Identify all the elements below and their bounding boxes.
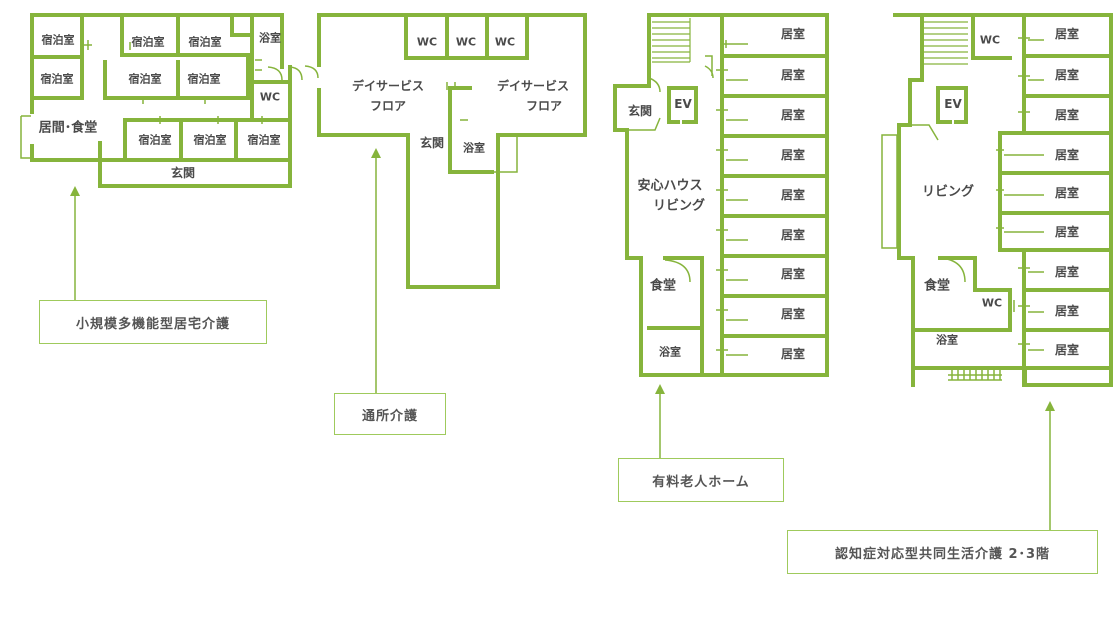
room-label: 居室 bbox=[781, 67, 805, 82]
plan-group-home: WC EV リビング 食堂 WC 浴室 居室 居室 居室 居室 居室 居室 居室… bbox=[881, 13, 1113, 530]
room-label: WC bbox=[260, 91, 280, 104]
room-label: 食堂 bbox=[924, 278, 950, 294]
plan-day-care: WC WC WC デイサービス フロア デイサービス フロア 玄関 浴室 bbox=[304, 13, 587, 393]
plan-small-multifunction: 宿泊室 宿泊室 宿泊室 宿泊室 宿泊室 宿泊室 浴室 WC 居間･食堂 宿泊室 … bbox=[20, 13, 303, 300]
room-label: フロア bbox=[526, 99, 562, 113]
room-label: 宿泊室 bbox=[42, 33, 75, 47]
room-label: EV bbox=[944, 97, 962, 111]
room-label: WC bbox=[982, 297, 1002, 310]
room-label: 居室 bbox=[781, 227, 805, 242]
room-label: 宿泊室 bbox=[248, 133, 281, 147]
room-label: 居室 bbox=[1055, 224, 1079, 239]
room-label: 居室 bbox=[1055, 342, 1079, 357]
caption-day-care: 通所介護 bbox=[334, 393, 446, 435]
room-label: 居室 bbox=[1055, 185, 1079, 200]
room-label: 玄関 bbox=[171, 165, 195, 180]
room-label: 居室 bbox=[1055, 147, 1079, 162]
room-label: デイサービス bbox=[352, 78, 424, 93]
room-label: 浴室 bbox=[659, 345, 681, 359]
room-label: 宿泊室 bbox=[129, 72, 162, 86]
room-label: 居室 bbox=[1055, 26, 1079, 41]
plan-nursing-home: EV 玄関 安心ハウス リビング 食堂 浴室 居室 居室 居室 居室 居室 居室… bbox=[613, 13, 829, 458]
room-label: フロア bbox=[370, 99, 406, 113]
room-label: 玄関 bbox=[420, 135, 444, 150]
room-label: 宿泊室 bbox=[139, 133, 172, 147]
caption-group-home: 認知症対応型共同生活介護 2･3階 bbox=[787, 530, 1098, 574]
room-label: 宿泊室 bbox=[188, 72, 221, 86]
room-label: 居室 bbox=[781, 147, 805, 162]
room-label: 居室 bbox=[781, 107, 805, 122]
room-label: 宿泊室 bbox=[41, 72, 74, 86]
caption-small-multifunction: 小規模多機能型居宅介護 bbox=[39, 300, 267, 344]
room-label: 居室 bbox=[1055, 303, 1079, 318]
room-label: リビング bbox=[922, 184, 974, 200]
room-label: デイサービス bbox=[497, 78, 569, 93]
room-label: 宿泊室 bbox=[189, 35, 222, 49]
room-label: 居間･食堂 bbox=[39, 120, 98, 136]
room-label: WC bbox=[456, 36, 476, 49]
room-label: 居室 bbox=[1055, 264, 1079, 279]
room-label: 食堂 bbox=[650, 278, 676, 294]
room-label: 居室 bbox=[781, 187, 805, 202]
caption-nursing-home: 有料老人ホーム bbox=[618, 458, 784, 502]
room-label: 宿泊室 bbox=[132, 35, 165, 49]
room-label: 居室 bbox=[781, 266, 805, 281]
room-label: 浴室 bbox=[463, 141, 485, 155]
room-label: 宿泊室 bbox=[194, 133, 227, 147]
room-label: 安心ハウス bbox=[637, 178, 702, 194]
room-label: 居室 bbox=[1055, 107, 1079, 122]
room-label: WC bbox=[495, 36, 515, 49]
room-label: 浴室 bbox=[936, 333, 958, 347]
room-label: WC bbox=[417, 36, 437, 49]
room-label: 居室 bbox=[781, 26, 805, 41]
room-label: 居室 bbox=[1055, 67, 1079, 82]
room-label: 居室 bbox=[781, 346, 805, 361]
room-label: 玄関 bbox=[628, 103, 652, 118]
room-label: WC bbox=[980, 34, 1000, 47]
room-label: 浴室 bbox=[259, 31, 281, 45]
room-label: リビング bbox=[653, 198, 705, 214]
room-label: 居室 bbox=[781, 306, 805, 321]
room-label: EV bbox=[674, 97, 692, 111]
